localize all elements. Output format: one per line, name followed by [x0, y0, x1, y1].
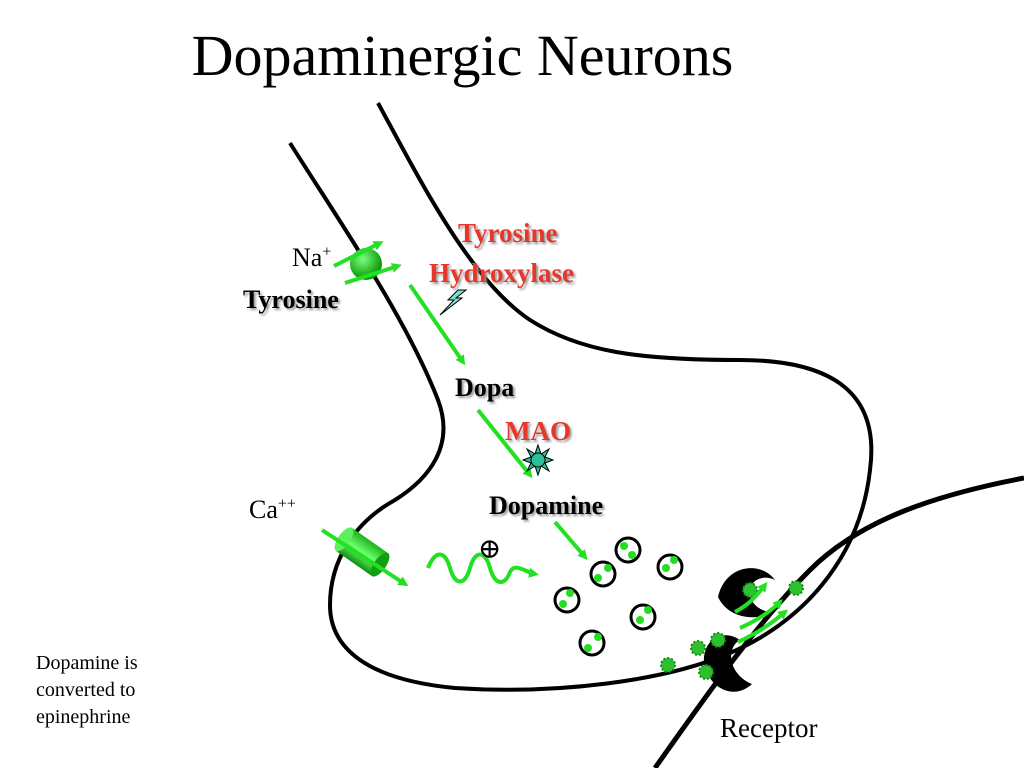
vesicle	[553, 586, 581, 614]
page-title: Dopaminergic Neurons	[191, 23, 734, 88]
ca-text: Ca	[249, 495, 278, 524]
lightning-icon	[439, 289, 468, 316]
tyrosine-hydroxylase-label-line1: Tyrosine	[458, 218, 558, 248]
vesicle	[578, 629, 606, 657]
tyrosine-hydroxylase-label-line2: Hydroxylase	[429, 258, 575, 288]
mao-star-icon	[521, 443, 555, 477]
note-text: Dopamine is converted to epinephrine	[36, 652, 138, 728]
vesicle	[629, 603, 657, 631]
na-charge: +	[322, 243, 332, 261]
dopamine-label: Dopamine	[489, 491, 604, 520]
na-text: Na	[292, 243, 323, 272]
calcium-signal-wave	[426, 552, 539, 584]
postsynaptic-membrane	[652, 475, 1024, 768]
tyrosine-label: Tyrosine	[243, 285, 339, 314]
vesicle	[656, 553, 684, 581]
dopa-label: Dopa	[455, 373, 515, 402]
ca-charge: ++	[277, 495, 296, 513]
mao-label: MAO	[505, 416, 571, 446]
receptor-lower	[703, 635, 752, 692]
axon-membrane-left	[288, 102, 874, 692]
vesicle-group	[553, 536, 684, 657]
released-dopamine	[660, 580, 804, 680]
vesicle	[589, 560, 617, 588]
plus-symbol: ⊕	[478, 534, 502, 565]
ca-label: Ca++	[249, 495, 296, 525]
vesicle	[614, 536, 642, 564]
na-label: Na+	[292, 243, 331, 273]
receptor-label: Receptor	[720, 713, 818, 743]
